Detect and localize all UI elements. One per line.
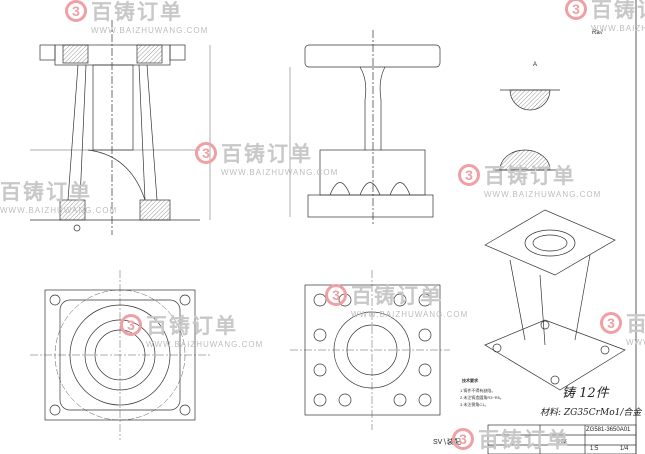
- part-name: 支座: [555, 440, 568, 446]
- section-mark: A: [533, 62, 538, 68]
- assembly-mark: SV∖装配: [433, 439, 461, 446]
- side-view: [289, 30, 441, 225]
- plan-view-right: [290, 270, 450, 430]
- roughness-mark: Ra√: [592, 30, 603, 36]
- plan-view-left: [30, 270, 210, 440]
- title-block: [487, 424, 637, 454]
- note-2: 2.未注铸造圆角R3~R5。: [460, 395, 504, 400]
- handwritten-quantity: 铸 12件: [562, 386, 609, 401]
- isometric-view: [484, 209, 626, 391]
- detail-section-1: [500, 89, 560, 111]
- sheet-number: 1/4: [620, 446, 629, 452]
- detail-section-2: [495, 149, 560, 171]
- scale: 1:5: [590, 446, 599, 452]
- front-section-view: [30, 20, 211, 235]
- drawing-number: ZG581-3650A01: [586, 427, 631, 433]
- note-3: 3.未注倒角C1。: [460, 402, 489, 407]
- handwritten-material: 材料: ZG35CrMo1/合金: [540, 408, 642, 418]
- note-1: 1.铸件不得有缺陷。: [460, 388, 496, 393]
- notes-title: 技术要求: [462, 378, 478, 383]
